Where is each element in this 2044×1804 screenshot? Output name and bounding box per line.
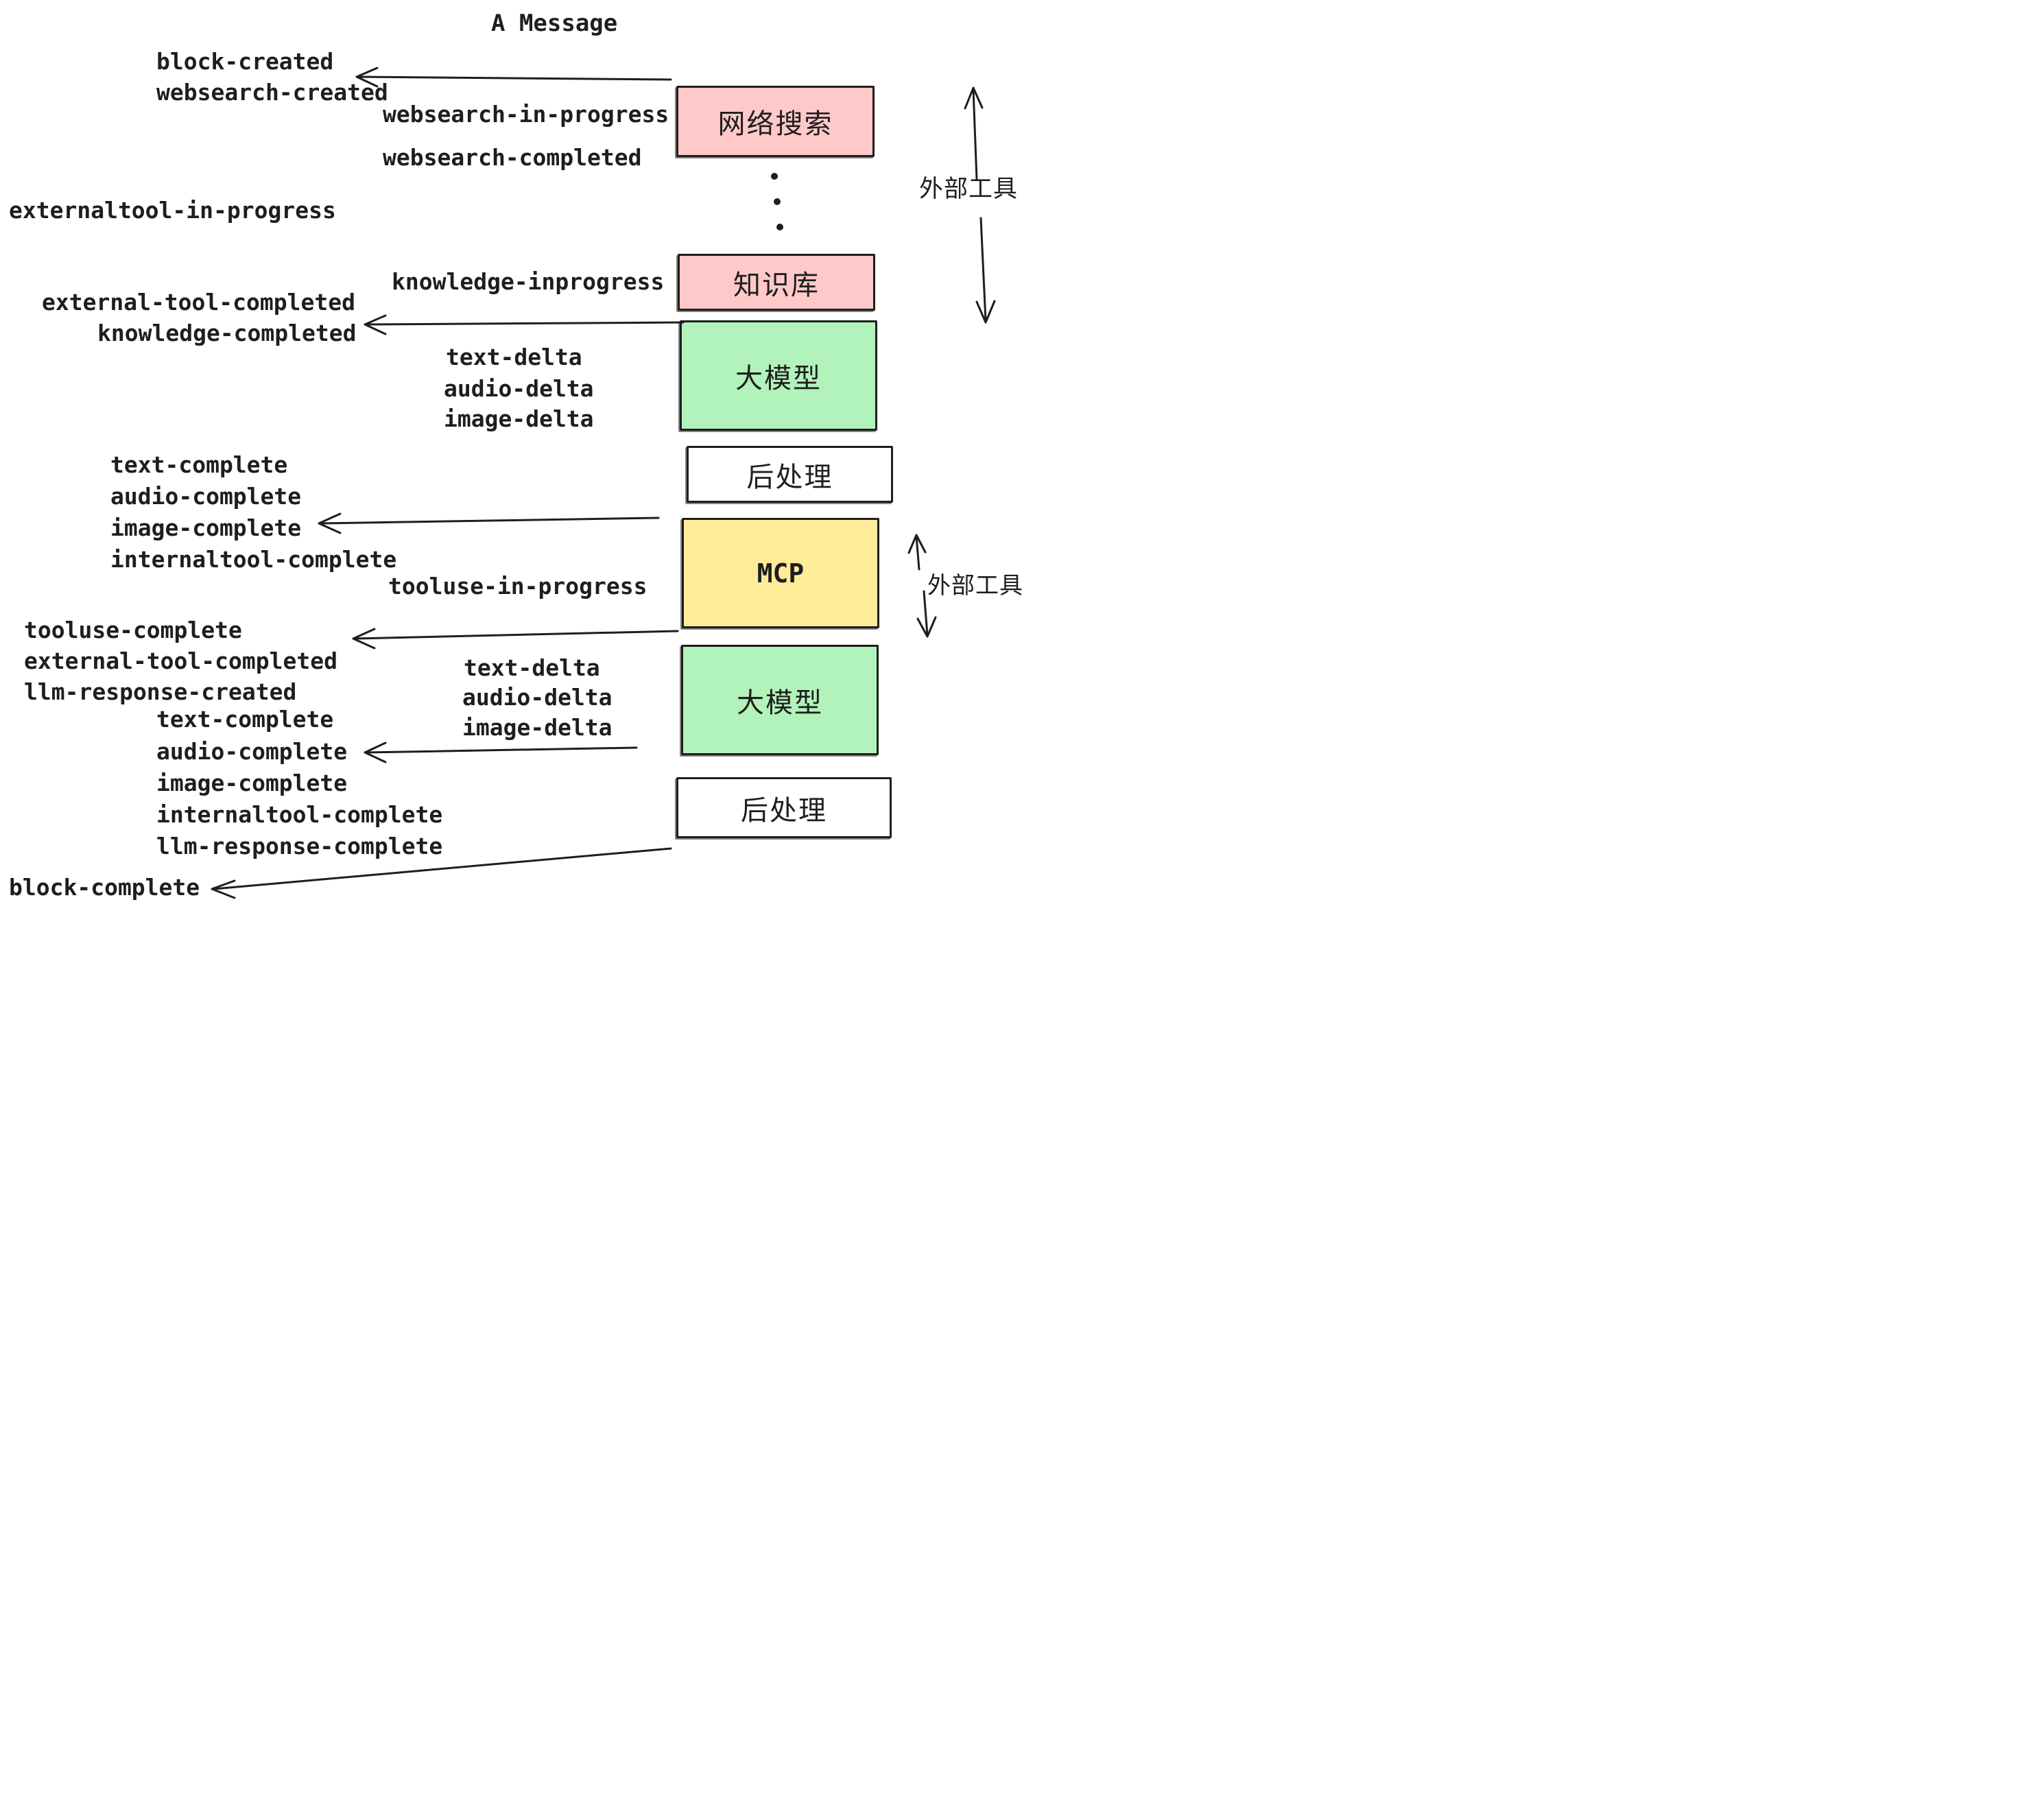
external-tools-bottom-down-arrow-head [916,616,937,638]
event-label-websearch-in-progress: websearch-in-progress [383,101,669,128]
event-label-block-created: block-created [156,48,334,75]
box-postprocess-2-label: 后处理 [741,794,827,827]
event-label-knowledge-completed: knowledge-completed [97,320,357,346]
event-label-internaltool-complete: internaltool-complete [110,546,397,573]
event-label-externaltool-in-progress: externaltool-in-progress [9,197,336,224]
event-label-llm-response-created: llm-response-created [24,678,297,705]
event-label-internaltool-complete-2: internaltool-complete [156,801,443,828]
arrow-to-tooluse-complete [354,630,679,640]
arrow-to-image-complete [320,517,660,525]
page-title: A Message [491,10,618,37]
box-llm-1-label: 大模型 [735,362,822,394]
event-label-text-delta-2: text-delta [464,654,600,681]
external-tools-bottom-up-arrow [915,535,920,571]
event-label-knowledge-inprogress: knowledge-inprogress [392,268,665,295]
external-tools-top-down-arrow [979,217,987,322]
box-websearch-label: 网络搜索 [717,108,833,140]
box-mcp: MCP [682,518,879,628]
event-label-audio-complete: audio-complete [110,483,302,510]
event-label-image-complete-2: image-complete [156,770,348,796]
diagram-canvas: A Message block-created websearch-create… [0,0,1022,902]
arrow-to-block-complete-head [211,879,236,899]
event-label-tooluse-complete: tooluse-complete [24,617,242,643]
arrow-to-websearch-created [357,75,672,81]
box-llm-1: 大模型 [680,320,877,431]
event-label-audio-delta-2: audio-delta [462,684,613,711]
event-label-audio-delta: audio-delta [444,375,594,402]
box-mcp-label: MCP [757,558,805,589]
event-label-text-complete-2: text-complete [156,706,334,733]
external-tools-top-up-arrow-head [964,86,984,110]
event-label-audio-complete-2: audio-complete [156,738,348,765]
arrow-to-knowledge-completed-head [364,314,387,335]
box-websearch: 网络搜索 [676,86,875,157]
event-label-tooluse-in-progress: tooluse-in-progress [388,573,647,600]
box-knowledge-label: 知识库 [733,269,820,301]
external-tools-bottom-up-arrow-head [907,534,927,554]
event-label-text-delta: text-delta [446,344,582,370]
event-label-block-complete: block-complete [9,874,200,901]
arrow-to-tooluse-complete-head [352,628,376,650]
box-postprocess-1-label: 后处理 [746,461,833,493]
arrow-to-image-complete-head [318,512,342,534]
event-label-image-delta-2: image-delta [462,714,613,741]
arrow-to-audio-complete [365,746,638,754]
box-llm-2-label: 大模型 [737,687,823,719]
event-label-image-complete: image-complete [110,514,302,541]
external-tools-top-up-arrow [972,88,978,181]
box-postprocess-1: 后处理 [687,446,893,503]
event-label-websearch-completed: websearch-completed [383,144,642,171]
event-label-text-complete: text-complete [110,451,288,478]
ellipsis-dots [771,173,783,249]
external-tools-top-down-arrow-head [975,300,996,324]
box-postprocess-2: 后处理 [676,777,892,838]
event-label-external-tool-completed-2: external-tool-completed [24,648,337,674]
event-label-llm-response-complete: llm-response-complete [156,833,443,859]
external-tools-bottom-label: 外部工具 [927,572,1022,600]
box-knowledge: 知识库 [678,254,875,311]
external-tools-top-label: 外部工具 [919,176,1019,203]
event-label-image-delta: image-delta [444,405,594,432]
event-label-external-tool-completed: external-tool-completed [42,289,355,316]
box-llm-2: 大模型 [681,645,879,755]
event-label-websearch-created: websearch-created [156,79,388,106]
arrow-to-knowledge-completed [365,321,685,326]
arrow-to-audio-complete-head [364,741,387,763]
